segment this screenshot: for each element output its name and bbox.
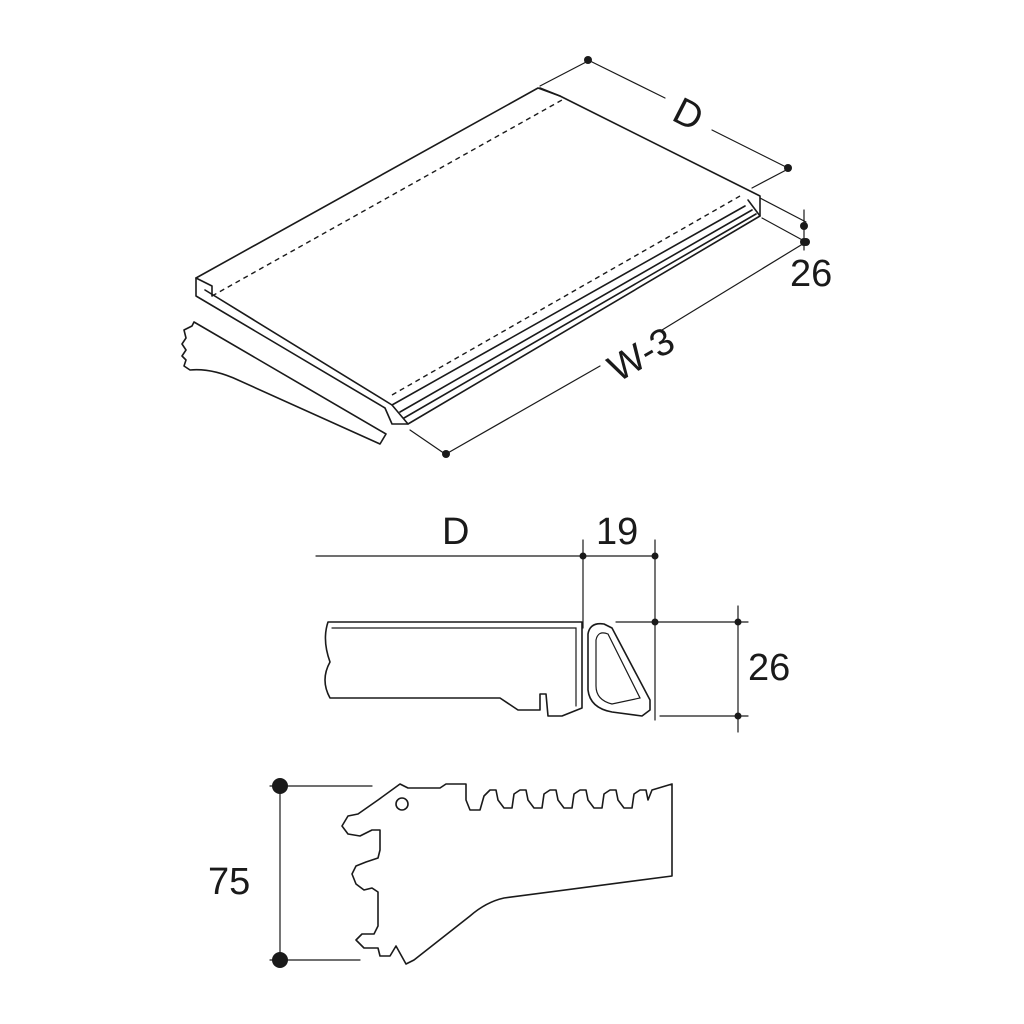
dim-26a-dot-1 (800, 222, 808, 230)
section-26-label: 26 (748, 647, 790, 689)
bracket-side-view: 75 (208, 778, 673, 968)
section-front-lip (587, 622, 651, 717)
dim-w-ext-1 (409, 429, 449, 457)
section-inner-line (331, 627, 577, 707)
dim-w-line-a (445, 365, 601, 455)
section-26-dot-1 (734, 618, 742, 626)
shelf-bracket (181, 321, 387, 445)
section-26-dot-2 (734, 712, 742, 720)
dim-w-ext-2 (761, 217, 807, 243)
dim-d-dot-1 (584, 56, 592, 64)
bracket-75-label: 75 (208, 861, 250, 903)
dim-w-label: W-3 (601, 320, 682, 391)
bracket-profile (341, 783, 673, 965)
section-dot-1 (579, 552, 587, 560)
dim-d-label: D (666, 90, 710, 140)
shelf-top-lip (195, 87, 561, 297)
dim-26a-ext (759, 197, 807, 223)
section-19-label: 19 (596, 511, 638, 553)
dim-d-ext-2 (751, 167, 791, 189)
shelf-rail-3 (747, 199, 761, 217)
shelf-front-lip (391, 404, 409, 425)
dim-d-line-b (711, 129, 789, 169)
section-26-dot-3 (651, 618, 659, 626)
bracket-75-dot-2 (272, 952, 288, 968)
section-d-label: D (442, 511, 469, 553)
shelf-hidden-front (391, 195, 741, 396)
dim-w-line-b (661, 241, 807, 331)
shelf-rail-2 (403, 213, 757, 419)
bracket-hole (395, 797, 409, 811)
shelf-hidden-back (211, 99, 563, 297)
section-shelf-profile (324, 621, 583, 717)
shelf-outline (195, 87, 761, 425)
shelf-rail-1 (399, 209, 753, 413)
dim-26a-dot-2 (800, 238, 808, 246)
dim-w-dot-1 (442, 450, 450, 458)
dim-26a-label: 26 (790, 253, 832, 295)
dim-d-ext-1 (539, 59, 591, 87)
dim-d-line-a (587, 59, 666, 99)
bracket-75-dot-1 (272, 778, 288, 794)
dim-d-dot-2 (784, 164, 792, 172)
shelf-section-view: D 19 26 (315, 511, 790, 733)
section-front-lip-inner (595, 632, 641, 705)
section-dot-2 (651, 552, 659, 560)
shelf-isometric-view: D W-3 26 (181, 56, 832, 458)
